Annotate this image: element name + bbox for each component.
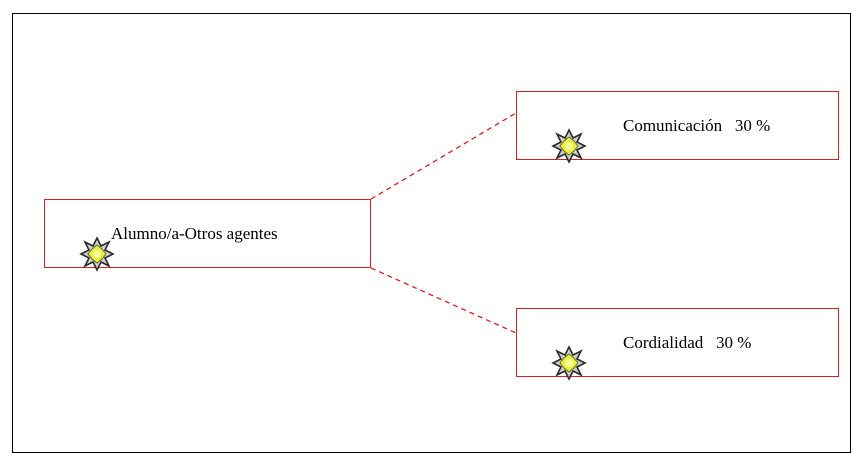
root-label: Alumno/a-Otros agentes xyxy=(111,223,278,243)
yellow-star-icon xyxy=(61,215,115,272)
yellow-star-icon xyxy=(533,107,587,164)
child-label-cordialidad: Cordialidad 30 % xyxy=(623,332,752,352)
child-node-comunicacion: Comunicación 30 % xyxy=(516,91,839,164)
child-label-comunicacion: Comunicación 30 % xyxy=(623,115,771,135)
root-node: Alumno/a-Otros agentes xyxy=(44,199,371,272)
yellow-star-icon xyxy=(533,324,587,381)
child-node-cordialidad: Cordialidad 30 % xyxy=(516,308,839,381)
